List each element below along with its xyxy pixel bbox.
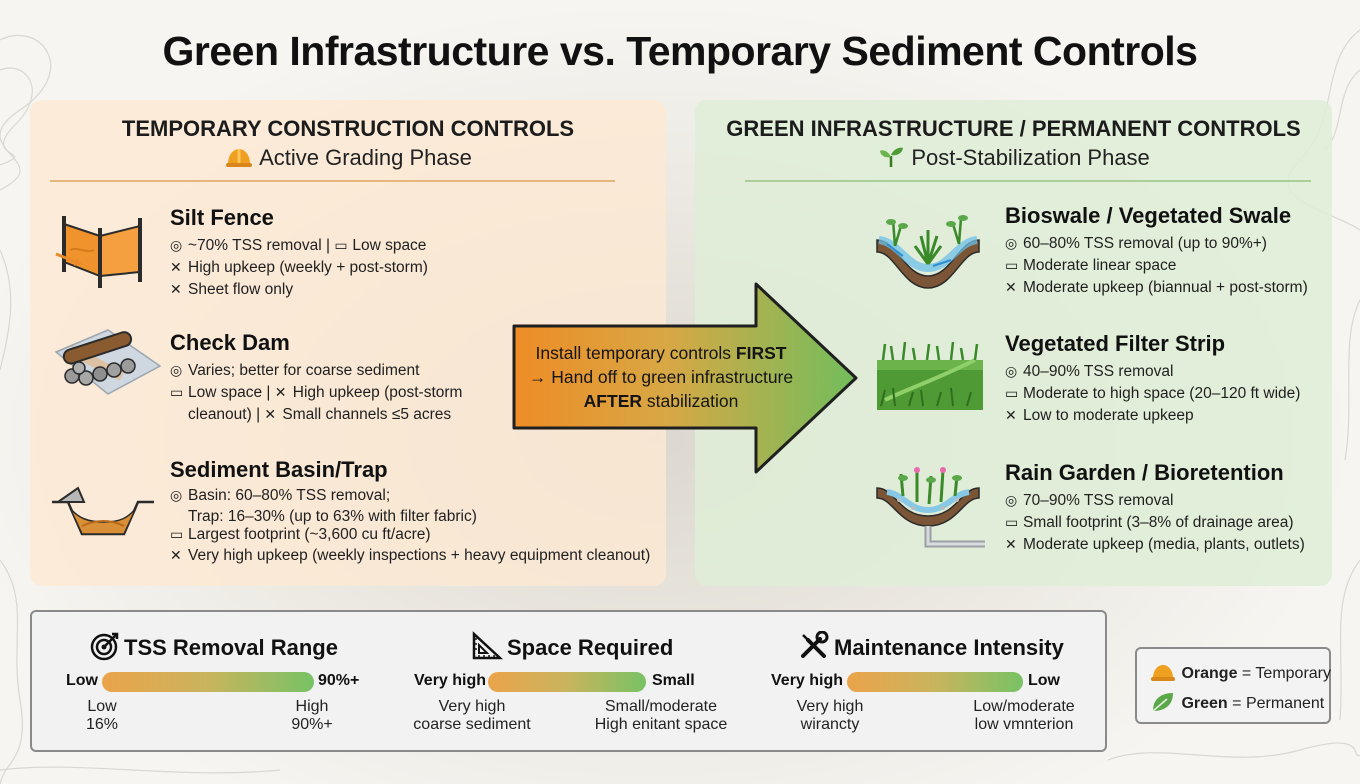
tss-gradient-bar: [102, 672, 314, 692]
silt-fence-line-3: ✕Sheet flow only: [170, 281, 294, 298]
hard-hat-icon: [226, 149, 253, 167]
green-heading: GREEN INFRASTRUCTURE / PERMANENT CONTROL…: [726, 116, 1301, 141]
tools-icon: ✕: [170, 547, 182, 563]
filter-strip-line-3: ✕Low to moderate upkeep: [1005, 407, 1194, 424]
space-legend-heading: Space Required: [471, 631, 673, 661]
arrow-line-3: AFTER stabilization: [583, 391, 739, 411]
maintenance-high-label: Very high: [771, 672, 844, 689]
green-phase-label: Post-Stabilization Phase: [911, 145, 1150, 170]
ruler-icon: ▭: [170, 384, 184, 400]
temporary-heading: TEMPORARY CONSTRUCTION CONTROLS: [121, 116, 575, 141]
tools-icon: ✕: [1005, 536, 1017, 552]
tss-high-label: 90%+: [318, 672, 360, 689]
check-dam-line-2: ▭Low space | ✕High upkeep (post-storm: [170, 384, 463, 401]
maintenance-gradient-bar: [847, 672, 1023, 692]
check-dam-line-3: cleanout) | ✕Small channels ≤5 acres: [188, 406, 452, 423]
sediment-basin-line-2: Trap: 16–30% (up to 63% with filter fabr…: [188, 508, 477, 525]
tools-icon: ✕: [264, 406, 277, 422]
temporary-subheading: Active Grading Phase: [30, 145, 666, 171]
tools-icon: ✕: [1005, 279, 1017, 295]
arrow-line-1: Install temporary controls FIRST: [535, 343, 787, 363]
key-orange: Orange = Temporary: [1149, 662, 1331, 683]
temporary-controls-panel: TEMPORARY CONSTRUCTION CONTROLS Active G…: [30, 100, 666, 586]
rain-garden-line-1: ◎70–90% TSS removal: [1005, 492, 1174, 509]
check-dam-line-1: ◎Varies; better for coarse sediment: [170, 362, 420, 379]
sediment-basin-line-1: ◎Basin: 60–80% TSS removal;: [170, 487, 391, 504]
ruler-icon: ▭: [170, 526, 184, 542]
tools-icon: ✕: [170, 259, 182, 275]
ruler-icon: ▭: [1005, 385, 1019, 401]
bioswale-line-2: ▭Moderate linear space: [1005, 257, 1177, 274]
sediment-basin-line-3: ▭Largest footprint (~3,600 cu ft/acre): [170, 526, 431, 543]
ruler-icon: ▭: [1005, 514, 1019, 530]
silt-fence-line-1: ◎~70% TSS removal | ▭Low space: [170, 237, 427, 254]
silt-fence-title: Silt Fence: [170, 205, 274, 230]
check-dam-icon: [54, 329, 162, 395]
bioswale-line-3: ✕Moderate upkeep (biannual + post-storm): [1005, 279, 1308, 296]
triangle-ruler-icon: [472, 631, 504, 660]
tss-low-label: Low: [66, 672, 98, 689]
rain-garden-icon: [876, 467, 985, 548]
ruler-icon: ▭: [334, 237, 348, 253]
bioswale-icon: [876, 215, 980, 289]
key-green: Green = Permanent: [1149, 691, 1324, 713]
wrench-screwdriver-icon: [801, 630, 829, 658]
arrow-line-2: → Hand off to green infrastructure: [528, 367, 794, 387]
target-icon: ◎: [170, 487, 183, 503]
tss-legend-heading: TSS Removal Range: [90, 631, 338, 661]
sprout-icon: [880, 147, 904, 167]
page-title: Green Infrastructure vs. Temporary Sedim…: [162, 28, 1198, 74]
rain-garden-title: Rain Garden / Bioretention: [1005, 460, 1284, 485]
temporary-phase-label: Active Grading Phase: [259, 145, 472, 170]
sediment-basin-title: Sediment Basin/Trap: [170, 457, 388, 482]
target-icon: ◎: [1005, 492, 1018, 508]
sediment-basin-icon: [52, 486, 154, 536]
silt-fence-icon: [55, 216, 142, 288]
silt-fence-line-2: ✕High upkeep (weekly + post-storm): [170, 259, 428, 276]
green-divider: [745, 180, 1311, 182]
target-icon: ◎: [170, 362, 183, 378]
tools-icon: ✕: [170, 281, 182, 297]
tools-icon: ✕: [1005, 407, 1017, 423]
space-small-label: Small: [652, 672, 695, 689]
green-subheading: Post-Stabilization Phase: [695, 145, 1332, 171]
hard-hat-icon: [1151, 665, 1175, 681]
color-key: Orange = Temporary Green = Permanent: [1135, 647, 1331, 724]
maintenance-low-label: Low: [1028, 672, 1060, 689]
space-high-label: Very high: [414, 672, 487, 689]
check-dam-title: Check Dam: [170, 330, 290, 355]
tools-icon: ✕: [274, 384, 287, 400]
target-icon: ◎: [170, 237, 183, 253]
temporary-divider: [50, 180, 615, 182]
filter-strip-title: Vegetated Filter Strip: [1005, 331, 1226, 356]
leaf-icon: [1152, 693, 1173, 712]
filter-strip-line-2: ▭Moderate to high space (20–120 ft wide): [1005, 385, 1301, 402]
maintenance-legend-heading: Maintenance Intensity: [798, 630, 1064, 661]
rain-garden-line-3: ✕Moderate upkeep (media, plants, outlets…: [1005, 536, 1305, 553]
target-icon: ◎: [1005, 363, 1018, 379]
filter-strip-icon: [877, 341, 983, 410]
sediment-basin-line-4: ✕Very high upkeep (weekly inspections + …: [170, 547, 651, 564]
space-gradient-bar: [488, 672, 646, 692]
target-icon: [90, 632, 119, 661]
rain-garden-line-2: ▭Small footprint (3–8% of drainage area): [1005, 514, 1294, 531]
bioswale-line-1: ◎60–80% TSS removal (up to 90%+): [1005, 235, 1267, 252]
bioswale-title: Bioswale / Vegetated Swale: [1005, 203, 1292, 228]
ruler-icon: ▭: [1005, 257, 1019, 273]
target-icon: ◎: [1005, 235, 1018, 251]
filter-strip-line-1: ◎40–90% TSS removal: [1005, 363, 1174, 380]
